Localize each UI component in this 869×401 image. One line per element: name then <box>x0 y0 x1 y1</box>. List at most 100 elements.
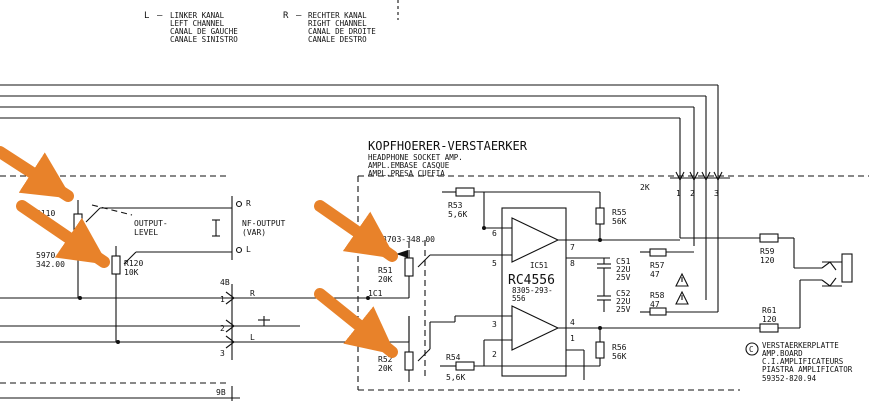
board-note-line-3: C.I.AMPLIFICATEURS <box>762 357 844 366</box>
resistor-r54: R54 5,6K <box>440 353 475 382</box>
legend-right-line-2: RIGHT CHANNEL <box>308 19 367 28</box>
block-subtitle-1: HEADPHONE SOCKET AMP. <box>368 153 463 162</box>
connector-4b-label: 4B <box>220 278 230 287</box>
r58-value: 47 <box>650 300 660 309</box>
legend-left-dash: – <box>157 11 163 21</box>
r53-value: 5,6K <box>448 210 467 219</box>
legend-right-line-1: RECHTER KANAL <box>308 11 367 20</box>
potentiometer-r51: R51 20K <box>378 242 431 298</box>
resistor-r55: R55 56K <box>595 192 627 240</box>
arrow-r51 <box>314 200 398 262</box>
output-section: OUTPUT- LEVEL R L NF-OUTPUT (VAR) <box>91 196 286 260</box>
amp-block-title: KOPFHOERER-VERSTAERKER HEADPHONE SOCKET … <box>368 139 528 178</box>
capacitor-c52: C52 22U 25V <box>597 289 631 314</box>
ic-pin-6: 6 <box>492 229 497 238</box>
legend-left-key: L <box>144 11 149 21</box>
connector-2k-pin-3: 3 <box>714 189 719 198</box>
legend-right-line-3: CANAL DE DROITE <box>308 27 376 36</box>
resistor-r53: R53 5,6K <box>442 187 600 219</box>
output-level-line-1: OUTPUT- <box>134 219 168 228</box>
capacitor-c51: C51 22U 25V <box>597 257 631 290</box>
part-left-line-1: 5970 <box>36 251 55 260</box>
resistor-r57: R57 47 <box>640 248 694 287</box>
board-note-line-5: 59352-820.94 <box>762 374 817 383</box>
ic-pin-7: 7 <box>570 243 575 252</box>
ic-pin-4: 4 <box>570 318 575 327</box>
ic-pin-1: 1 <box>570 334 575 343</box>
arrow-r120 <box>16 200 110 268</box>
block-subtitle-3: AMPL.PRESA CUFFIA <box>368 169 445 178</box>
r53-ref: R53 <box>448 201 463 210</box>
connector-4b-l: L <box>250 333 255 342</box>
board-note-line-2: AMP.BOARD <box>762 349 803 358</box>
c52-volt: 25V <box>616 305 631 314</box>
legend-left-line-1: LINKER KANAL <box>170 11 225 20</box>
highlight-arrows <box>0 146 398 358</box>
r52-ref: R52 <box>378 355 393 364</box>
part-top-marker <box>396 250 408 258</box>
c51-cap: 22U <box>616 265 631 274</box>
r59-ref: R59 <box>760 247 775 256</box>
r57-value: 47 <box>650 270 660 279</box>
ic-pin-2: 2 <box>492 350 497 359</box>
connector-9b: 9B <box>0 386 240 401</box>
r54-ref: R54 <box>446 353 461 362</box>
c52-ref: C52 <box>616 289 631 298</box>
r56-ref: R56 <box>612 343 627 352</box>
c52-cap: 22U <box>616 297 631 306</box>
r110-ref: R110 <box>36 209 55 218</box>
connector-9b-label: 9B <box>216 388 226 397</box>
nf-output-r-pin: R <box>246 199 251 208</box>
resistor-r58: R58 47 <box>640 290 718 316</box>
ic-ref: IC51 <box>530 261 548 270</box>
r59-value: 120 <box>760 256 775 265</box>
connector-4b-pin-2: 2 <box>220 324 225 333</box>
legend-left-line-2: LEFT CHANNEL <box>170 19 225 28</box>
bus-lines <box>0 0 719 178</box>
connector-2k-pin-1: 1 <box>676 189 681 198</box>
r120-ref: R120 <box>124 259 143 268</box>
headphone-jack <box>821 253 853 287</box>
r51-value: 20K <box>378 275 393 284</box>
ic-pin-8: 8 <box>570 259 575 268</box>
legend-left-line-3: CANAL DE GAUCHE <box>170 27 238 36</box>
r56-value: 56K <box>612 352 627 361</box>
c51-volt: 25V <box>616 273 631 282</box>
r57-ref: R57 <box>650 261 665 270</box>
connector-2k: 2K 1 2 3 <box>640 171 730 312</box>
r120-value: 10K <box>124 268 139 277</box>
r61-value: 120 <box>762 315 777 324</box>
ic-pin-3: 3 <box>492 320 497 329</box>
board-note-symbol: C <box>749 345 754 354</box>
output-level-line-2: LEVEL <box>134 228 158 237</box>
legend-right-key: R <box>283 11 289 21</box>
block-title: KOPFHOERER-VERSTAERKER <box>368 139 528 153</box>
block-subtitle-2: AMPL.EMBASE CASQUE <box>368 161 450 170</box>
nf-output-l-pin: L <box>246 245 251 254</box>
legend-right-dash: – <box>296 11 302 21</box>
legend-left-line-4: CANALE SINISTRO <box>170 35 238 44</box>
nf-output-line-2: (VAR) <box>242 228 266 237</box>
ic-wiring <box>430 192 718 380</box>
potentiometer-r120: R120 10K <box>111 246 143 342</box>
resistor-r56: R56 56K <box>595 328 627 366</box>
connector-2k-pin-2: 2 <box>690 189 695 198</box>
board-note-line-4: PIASTRA AMPLIFICATOR <box>762 365 853 374</box>
arrow-r52 <box>314 288 398 358</box>
r58-ref: R58 <box>650 291 665 300</box>
part-top-label: 8703-348.00 <box>382 235 435 244</box>
connector-4b-pin-3: 3 <box>220 349 225 358</box>
arrow-r110 <box>0 146 74 202</box>
r52-value: 20K <box>378 364 393 373</box>
ic51: RC4556 IC51 8305-293- 556 6 5 3 2 7 8 4 … <box>492 207 575 377</box>
part-left-line-2: 342.00 <box>36 260 65 269</box>
legend-right-line-4: CANALE DESTRO <box>308 35 367 44</box>
r61-ref: R61 <box>762 306 777 315</box>
c51-ref: C51 <box>616 257 631 266</box>
signal-lines: 1C1 <box>0 289 410 344</box>
ic-part-line-1: 8305-293- <box>512 286 553 295</box>
connector-4b-pin-1: 1 <box>220 295 225 304</box>
connector-2k-label: 2K <box>640 183 650 192</box>
resistor-r61: R61 120 <box>718 279 822 333</box>
r51-ref: R51 <box>378 266 393 275</box>
